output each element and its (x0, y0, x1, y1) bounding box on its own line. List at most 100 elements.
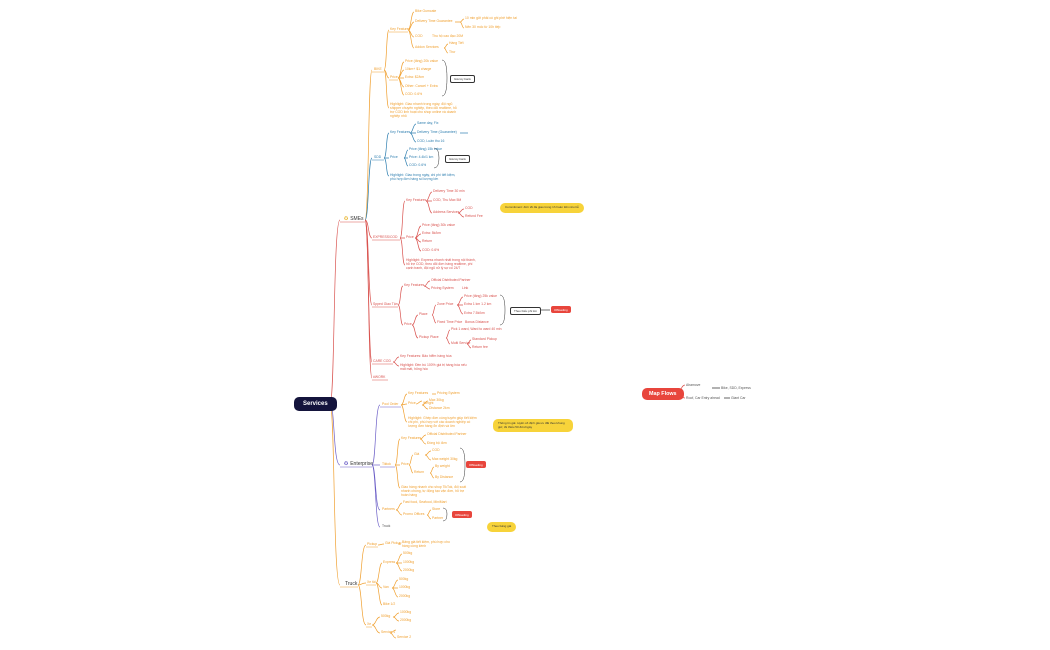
sdd-highlight[interactable]: Highlight: Giao trong ngày, chi phí tiết… (390, 173, 456, 181)
bike-price-2[interactable]: 10km+ $1 charge (405, 67, 432, 71)
truck-car-2[interactable]: 1000kg (400, 610, 412, 614)
tiktok-node[interactable]: Tiktok (382, 462, 391, 466)
sdd-kf[interactable]: Key Features (390, 130, 411, 134)
sdd-kf-1[interactable]: Same day, Fix (417, 121, 439, 125)
bike-node[interactable]: BIKE (374, 67, 382, 71)
bike-dtg-1[interactable]: 10 min gửi phải có ghi phê hiện tai (465, 16, 517, 20)
partners-note[interactable]: Theo bảng giá (487, 522, 517, 532)
truck-pickup-1[interactable]: Giá Pickup (385, 541, 402, 545)
sdd-node[interactable]: SDD (374, 155, 382, 159)
pool-node[interactable]: Pool Order (382, 402, 399, 406)
pool-highlight[interactable]: Highlight: Ghép đơn cùng tuyến giúp tiết… (408, 416, 477, 428)
sgc-node[interactable]: Spped Giao Tận (373, 302, 398, 306)
tiktok-price[interactable]: Price (401, 462, 409, 466)
tiktok-badge[interactable]: Offloading (466, 461, 486, 468)
hashtag-node[interactable]: #WORK (373, 375, 386, 379)
partners-item-2[interactable]: Promo Offices (403, 512, 425, 516)
truck-pickup[interactable]: Pickup (367, 542, 378, 546)
sgc-kf[interactable]: Key Features (404, 283, 425, 287)
sgc-rsp[interactable]: Fixed Time Price (437, 320, 463, 324)
partners-promo-2[interactable]: Partner (432, 516, 444, 520)
sgc-kf-2[interactable]: Pricing System (431, 286, 454, 290)
partners-node[interactable]: Partners (382, 507, 395, 511)
sgc-ps[interactable]: Link (462, 286, 469, 290)
sgc-zone-1[interactable]: Price (tăng) 25k value (464, 294, 497, 298)
bike-addon-2[interactable]: Thư (449, 50, 456, 54)
sgc-kf-1[interactable]: Official Distributed Partner (431, 278, 471, 282)
truck-express-3[interactable]: 2000kg (403, 568, 415, 572)
bike-cod[interactable]: Thu hộ cao đạo 20M (432, 34, 464, 38)
care-item-1[interactable]: Key Features: Bảo hiểm hàng hóa (400, 354, 452, 358)
express-price-2[interactable]: Extra: 5k/km (422, 231, 441, 235)
pool-w-2[interactable]: Distance 2km (429, 406, 450, 410)
bike-price-5[interactable]: COD: 0.6% (405, 92, 423, 96)
truck-van-2[interactable]: 1000kg (399, 585, 411, 589)
sgc-zone[interactable]: Zone Price (437, 302, 454, 306)
tiktok-kf[interactable]: Key Features (401, 436, 422, 440)
bike-kf-3[interactable]: COD (415, 34, 423, 38)
sgc-zone-2[interactable]: Extra 1 km 1.2 km (464, 302, 492, 306)
bike-price-1[interactable]: Price (tăng) 20k value (405, 59, 438, 63)
express-node[interactable]: EXPRESS/COD (373, 235, 398, 239)
pool-kf[interactable]: Key Features (408, 391, 429, 395)
pool-price[interactable]: Price (408, 401, 416, 405)
sgc-pickup[interactable]: Pickup Place (419, 335, 439, 339)
truck-express-2[interactable]: 1000kg (403, 560, 415, 564)
sgc-place[interactable]: Place (419, 312, 428, 316)
map-target-2[interactable]: Giant Car (731, 396, 746, 400)
pool-w-1[interactable]: Max 30kg (429, 398, 444, 402)
bike-kf-4[interactable]: Addon Services (415, 45, 439, 49)
sgc-ms-1[interactable]: Standard Pickup (472, 337, 497, 341)
map-item-2[interactable]: Roof, Car Entry ahead (686, 396, 720, 400)
group-smes[interactable]: ✪SMEs (344, 216, 364, 222)
truck-express[interactable]: Express (383, 560, 396, 564)
bike-price-box[interactable]: Giá tùy bank (450, 75, 475, 83)
sdd-price-1[interactable]: Price (tăng) 15k value (409, 147, 442, 151)
truck-bike[interactable]: Bike 1/2 (383, 602, 396, 606)
pool-weight[interactable]: Weight (423, 401, 434, 405)
sgc-rsp2[interactable]: Bonus Distance (465, 320, 489, 324)
express-kf-3[interactable]: Address Services (433, 210, 460, 214)
sgc-pick-2[interactable]: Multi Service (451, 341, 471, 345)
pool-kf-item[interactable]: Pricing System (437, 391, 460, 395)
care-node[interactable]: CARE COD (373, 359, 391, 363)
truck-van-3[interactable]: 2000kg (399, 594, 411, 598)
partners-badge[interactable]: Offloading (452, 511, 472, 518)
sgc-zone-3[interactable]: Extra 7.5k/km (464, 311, 485, 315)
tiktok-kf-1[interactable]: Official Distributed Partner (427, 432, 467, 436)
bike-price[interactable]: Price (390, 75, 398, 79)
sdd-kf-3[interactable]: COD, Luân thu 16 (417, 139, 445, 143)
truck-car-3[interactable]: 2000kg (400, 618, 412, 622)
express-kf[interactable]: Key Features (406, 198, 427, 202)
express-price[interactable]: Price (406, 235, 414, 239)
bike-highlight[interactable]: Highlight: Giao nhanh trong ngày, đội ng… (390, 102, 457, 118)
express-price-1[interactable]: Price (tăng) 30k value (422, 223, 455, 227)
express-addr-1[interactable]: COD (465, 206, 473, 210)
root-node[interactable]: Services (294, 397, 337, 411)
sgc-pick-1[interactable]: Pick 1 ward, Ward to ward 40 min (451, 327, 502, 331)
truck-other[interactable]: Xe tải (367, 580, 376, 584)
sgc-ms-2[interactable]: Return fee (472, 345, 488, 349)
sgc-box[interactable]: Theo biểu phí km (510, 307, 542, 315)
bike-addon-1[interactable]: Hàng Tiết (449, 41, 464, 45)
partners-promo-1[interactable]: Store (432, 507, 441, 511)
truck-more[interactable]: Service 1 (381, 630, 396, 634)
map-item-1[interactable]: Ahamove (686, 383, 701, 387)
sdd-price-box[interactable]: Giá tùy bank (445, 155, 470, 163)
bike-kf-1[interactable]: Bike Gumcate (415, 9, 437, 13)
truck-van[interactable]: Van (383, 585, 389, 589)
group-truck[interactable]: Truck (345, 581, 358, 587)
map-flows-node[interactable]: Map Flows (642, 388, 684, 400)
express-highlight[interactable]: Highlight: Express nhanh nhất trong nội … (406, 258, 476, 270)
tiktok-ret-2[interactable]: By Distance (435, 475, 454, 479)
partners-item-1[interactable]: Fast food, Seafood, MiniMart (403, 500, 447, 504)
sdd-kf-2[interactable]: Delivery Time (Guarantee) (417, 130, 457, 134)
sdd-price-2[interactable]: Price: 4.4k/1 km (409, 155, 434, 159)
pool-note[interactable]: Thông tin giá: tuyến cố định giá ưu đãi … (493, 419, 573, 433)
bike-price-4[interactable]: Other: Cancel + Extra (405, 84, 438, 88)
sdd-price[interactable]: Price (390, 155, 398, 159)
sgc-price[interactable]: Price (404, 322, 412, 326)
truck-van-1[interactable]: 500kg (399, 577, 409, 581)
truck-pickup-2[interactable]: Bảng giá tiết kiệm, phù hợp cho hàng cồn… (402, 540, 450, 548)
express-kf-2[interactable]: COD, Thu Max 5M (433, 198, 462, 202)
